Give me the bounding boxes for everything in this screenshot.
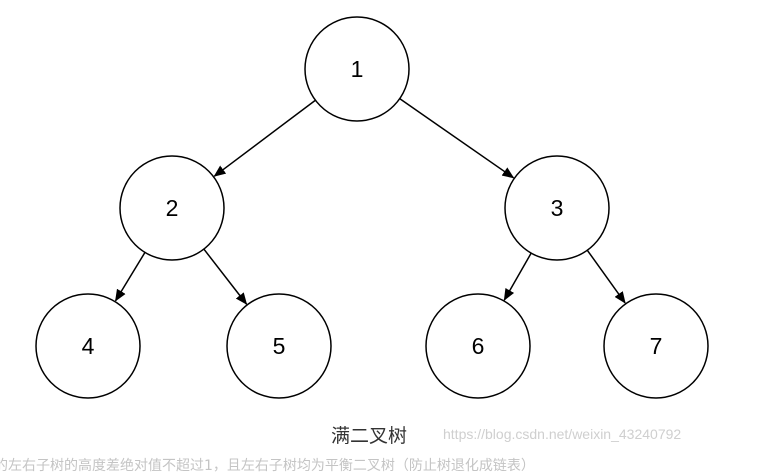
tree-node-circle: [504, 155, 610, 261]
edges-layer: [114, 98, 626, 305]
cut-off-body-text: 的左右子树的高度差绝对值不超过1，且左右子树均为平衡二叉树（防止树退化成链表）: [0, 458, 535, 474]
tree-node-label: 1: [351, 56, 364, 82]
tree-node-1: 1: [304, 16, 410, 122]
nodes-layer: 1 2 3 4 5 6 7: [35, 16, 709, 399]
tree-node-4: 4: [35, 293, 141, 399]
edge-n1-n3: [399, 98, 515, 179]
tree-node-3: 3: [504, 155, 610, 261]
tree-node-circle: [35, 293, 141, 399]
edge-n3-n6: [503, 252, 532, 301]
edge-n2-n5: [203, 248, 248, 305]
tree-node-circle: [226, 293, 332, 399]
edge-n3-n7: [586, 249, 626, 304]
tree-node-circle: [304, 16, 410, 122]
tree-node-label: 6: [472, 333, 485, 359]
tree-node-6: 6: [425, 293, 531, 399]
edge-n2-n4: [114, 252, 146, 302]
tree-node-label: 7: [650, 333, 663, 359]
tree-node-label: 4: [82, 333, 95, 359]
tree-node-5: 5: [226, 293, 332, 399]
tree-node-label: 5: [273, 333, 286, 359]
tree-node-circle: [603, 293, 709, 399]
tree-node-circle: [119, 155, 225, 261]
caption-row: 满二叉树 https://blog.csdn.net/weixin_432407…: [0, 421, 763, 449]
tree-node-2: 2: [119, 155, 225, 261]
tree-node-label: 3: [551, 195, 564, 221]
tree-node-circle: [425, 293, 531, 399]
tree-node-7: 7: [603, 293, 709, 399]
edge-n1-n2: [213, 99, 316, 177]
diagram-caption: 满二叉树: [331, 425, 408, 447]
tree-node-label: 2: [166, 195, 179, 221]
watermark-url: https://blog.csdn.net/weixin_43240792: [443, 426, 682, 442]
